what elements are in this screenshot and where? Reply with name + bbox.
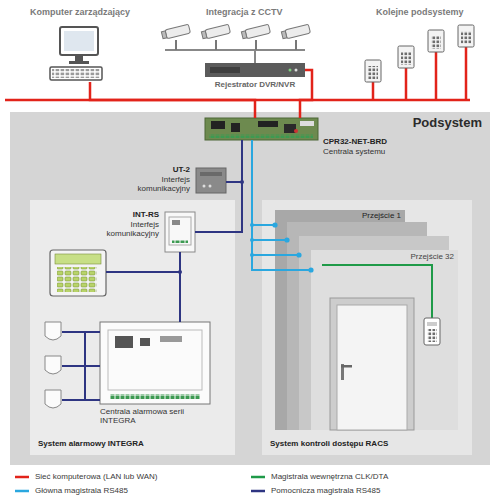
node-label: Interfejs komunikacyjny: [126, 175, 190, 193]
text-anchor: System alarmowy INTEGRA: [38, 439, 230, 448]
legend-line-sample: [250, 473, 266, 481]
access-control-region-fill: [262, 200, 472, 455]
recorder-details: [210, 67, 298, 73]
legend-entry: Pomocnicza magistrala RS485: [250, 486, 380, 495]
interface-module-fill: [196, 168, 226, 193]
interface-module-fill: [165, 212, 195, 252]
text-anchor: Rejestrator DVR/NVR: [190, 80, 320, 89]
node-label: CPR32-NET-BRD: [323, 137, 443, 146]
legend-line-sample: [14, 487, 30, 495]
legend-text: Sieć komputerowa (LAN lub WAN): [35, 472, 157, 481]
bus-connector: [195, 140, 242, 232]
card-reader: [424, 318, 440, 345]
node-label: Centrala systemu: [323, 147, 443, 156]
board-components: [209, 121, 314, 138]
text-anchor: Przejście 1: [325, 211, 401, 220]
controller-board-fill: [205, 118, 318, 140]
bus-connector: [252, 140, 311, 270]
lcd-keypad: [50, 250, 106, 296]
node-label: UT-2: [126, 165, 190, 174]
legend-text: Magistrala wewnętrzna CLK/DTA: [271, 472, 388, 481]
alarm-panel: Centrala alarmowa serii INTEGRA: [100, 322, 210, 404]
interface-module: INT-RSInterfejs komunikacyjny: [165, 212, 195, 252]
door: [330, 298, 414, 430]
legend-entry: Magistrala wewnętrzna CLK/DTA: [250, 472, 388, 481]
network-bus: [5, 47, 470, 100]
text-anchor: INT-RS: [95, 210, 159, 219]
region-title: System kontroli dostępu RACS: [270, 439, 468, 448]
legend-line: [251, 475, 265, 478]
legend-line: [15, 489, 29, 492]
text-anchor: Kolejne podsystemy: [376, 7, 496, 17]
text-anchor: System kontroli dostępu RACS: [270, 439, 468, 448]
legend-entry: Sieć komputerowa (LAN lub WAN): [14, 472, 157, 481]
access-control-region: System kontroli dostępu RACS Przejście 1 P…: [262, 200, 472, 455]
legend-line: [251, 489, 265, 492]
text-anchor: UT-2: [126, 165, 190, 174]
alarm-panel-fill: [100, 322, 210, 404]
aux-bus-wiring: [62, 272, 180, 400]
group-label: Kolejne podsystemy: [376, 7, 496, 17]
motion-detectors: [45, 322, 61, 408]
text-anchor: Podsystem: [370, 116, 482, 131]
legend-entry: Główna magistrala RS485: [14, 486, 128, 495]
recorder-box-fill: [205, 63, 305, 77]
text-anchor: Przejście 32: [378, 252, 454, 261]
passage-panel: Przejście 1: [275, 210, 405, 430]
node-label: INT-RS: [95, 210, 159, 219]
interface-module: UT-2Interfejs komunikacyjny: [196, 168, 226, 193]
text-anchor: CPR32-NET-BRD: [323, 137, 443, 146]
passage-panel-fill: [311, 250, 458, 430]
passage-panel: Przejście 32: [311, 250, 458, 430]
text-anchor: Interfejs komunikacyjny: [126, 175, 190, 193]
text-anchor: Integracja z CCTV: [206, 7, 326, 17]
bus-connector: [226, 140, 242, 182]
region-title: System alarmowy INTEGRA: [38, 439, 230, 448]
legend-line-sample: [14, 473, 30, 481]
bus-connector: [179, 252, 181, 322]
node-label: Interfejs komunikacyjny: [95, 220, 159, 238]
cctv-cameras: [161, 24, 310, 63]
text-anchor: Centrala alarmowa serii INTEGRA: [100, 407, 218, 425]
node-label: Rejestrator DVR/NVR: [190, 80, 320, 89]
node-label: Przejście 32: [378, 252, 454, 261]
legend-text: Pomocnicza magistrala RS485: [271, 486, 380, 495]
text-anchor: Komputer zarządzający: [30, 7, 160, 17]
main-bus-branches: [252, 240, 299, 255]
panel-board: [108, 330, 202, 399]
bus-connector: [252, 140, 275, 225]
subsystem-region-fill: [10, 112, 490, 465]
controller-board: CPR32-NET-BRDCentrala systemu: [205, 118, 318, 140]
internal-bus: [322, 265, 432, 318]
alarm-system-region-fill: [30, 200, 235, 455]
bus-connector: [300, 70, 312, 118]
legend-text: Główna magistrala RS485: [35, 486, 128, 495]
subsystem-keypads: [365, 25, 474, 82]
computer-node: Komputer zarządzający: [45, 25, 105, 82]
group-label: Integracja z CCTV: [206, 7, 326, 17]
legend-line-sample: [250, 487, 266, 495]
node-label: Centrala alarmowa serii INTEGRA: [100, 407, 218, 425]
subsystem-region: PodsystemCPR32-NET-BRDCentrala systemuUT…: [10, 112, 490, 465]
recorder-box: Rejestrator DVR/NVR: [205, 63, 305, 77]
node-label: Komputer zarządzający: [30, 7, 160, 17]
interface-details: [200, 172, 222, 188]
interface-details: [169, 217, 191, 245]
computer-icon: [50, 27, 102, 80]
text-anchor: Interfejs komunikacyjny: [95, 220, 159, 238]
region-title: Podsystem: [370, 116, 482, 131]
bus-junctions: [178, 180, 314, 274]
node-label: Przejście 1: [325, 211, 401, 220]
alarm-system-region: System alarmowy INTEGRA INT-RSInterfejs k…: [30, 200, 235, 455]
legend-line: [15, 475, 29, 478]
text-anchor: Centrala systemu: [323, 147, 443, 156]
